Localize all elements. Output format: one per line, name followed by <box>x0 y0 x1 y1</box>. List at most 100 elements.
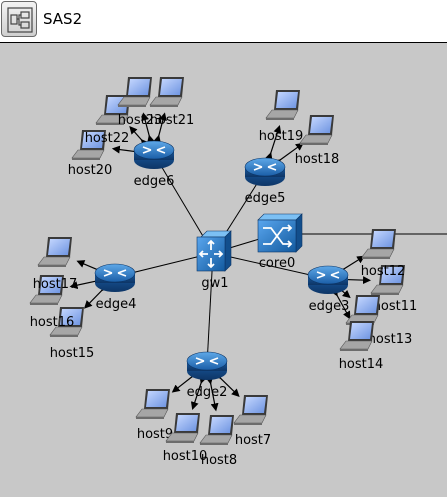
laptop-screen <box>176 415 198 431</box>
module-button[interactable] <box>1 1 37 37</box>
laptop-keyboard <box>339 340 373 350</box>
wireless-link-edge4-host15 <box>83 282 110 309</box>
wireless-link-edge6-host20 <box>111 145 143 157</box>
laptop-base <box>166 441 194 443</box>
node-host14[interactable] <box>339 321 374 351</box>
node-label-host13: host13 <box>368 332 413 347</box>
wireless-link-edge2-host8 <box>205 376 219 412</box>
node-edge6[interactable] <box>133 140 175 169</box>
router-top <box>244 157 286 177</box>
laptop-keyboard <box>29 294 63 304</box>
router-top <box>186 351 228 371</box>
crossbar-arrows <box>263 224 293 248</box>
wireless-link-edge6-host21 <box>153 112 167 144</box>
node-host19[interactable] <box>265 90 300 120</box>
node-host9[interactable] <box>135 389 170 419</box>
node-host8[interactable] <box>199 415 234 445</box>
router-arrows <box>103 269 127 277</box>
node-host12[interactable] <box>361 229 396 259</box>
node-label-host18: host18 <box>295 152 340 167</box>
laptop-base <box>362 257 390 259</box>
node-label-host14: host14 <box>339 357 384 372</box>
laptop-keyboard <box>37 256 71 266</box>
laptop-base <box>340 349 368 351</box>
laptop-screen <box>356 297 378 313</box>
node-core0[interactable] <box>257 213 303 253</box>
wireless-link-edge6-host22 <box>129 125 150 148</box>
laptop-keyboard <box>233 414 267 424</box>
laptop-base <box>38 265 66 267</box>
node-host7[interactable] <box>233 395 268 425</box>
node-host20[interactable] <box>71 130 106 160</box>
laptop-keyboard <box>265 109 299 119</box>
node-label-host21: host21 <box>150 113 195 128</box>
wireless-link-edge3-host12 <box>336 255 366 276</box>
node-label-host16: host16 <box>30 315 75 330</box>
node-host18[interactable] <box>299 115 334 145</box>
laptop-base <box>150 105 178 107</box>
node-label-edge6: edge6 <box>134 174 175 189</box>
laptop-base <box>118 105 146 107</box>
node-host17[interactable] <box>37 237 72 267</box>
node-label-edge3: edge3 <box>309 299 350 314</box>
node-edge5[interactable] <box>244 157 286 186</box>
node-label-edge4: edge4 <box>96 297 137 312</box>
laptop-base <box>136 417 164 419</box>
wireless-link-edge3-host11 <box>339 275 372 285</box>
laptop-screen <box>381 267 403 283</box>
laptop-screen <box>146 391 168 407</box>
switch-arrows <box>198 239 224 269</box>
laptop-keyboard <box>199 434 233 444</box>
node-host16[interactable] <box>29 275 64 305</box>
laptop-keyboard <box>135 408 169 418</box>
node-label-core0: core0 <box>259 256 295 271</box>
laptop-screen <box>310 117 332 133</box>
node-label-edge5: edge5 <box>245 191 286 206</box>
laptop-screen <box>160 79 182 95</box>
wireless-link-edge5-host19 <box>264 125 282 161</box>
network-diagram: gw1core0edge2edge3edge4edge5edge6host7ho… <box>29 77 447 468</box>
laptop-keyboard <box>165 432 199 442</box>
node-label-host17: host17 <box>33 277 78 292</box>
router-arrows <box>195 357 219 365</box>
node-label-edge2: edge2 <box>187 385 228 400</box>
switch-side <box>224 230 232 272</box>
laptop-screen <box>210 417 232 433</box>
laptop-screen <box>48 239 70 255</box>
node-label-host22: host22 <box>85 131 130 146</box>
wireless-link-edge4-host17 <box>76 260 106 277</box>
router-top <box>307 265 349 285</box>
wireless-link-edge2-host9 <box>171 369 201 393</box>
node-label-host7: host7 <box>235 433 271 448</box>
node-host10[interactable] <box>165 413 200 443</box>
node-label-host9: host9 <box>137 427 173 442</box>
laptop-base <box>50 335 78 337</box>
node-host15[interactable] <box>49 307 84 337</box>
node-label-host11: host11 <box>373 299 418 314</box>
node-label-host20: host20 <box>68 163 113 178</box>
laptop-base <box>371 293 399 295</box>
crossbar-top <box>257 213 303 221</box>
node-label-host19: host19 <box>259 129 304 144</box>
node-host23[interactable] <box>117 77 152 107</box>
laptop-screen <box>82 132 104 148</box>
wireless-link-edge4-host16 <box>69 275 105 290</box>
wireless-link-edge3-host13 <box>334 283 351 299</box>
node-host21[interactable] <box>149 77 184 107</box>
node-gw1[interactable] <box>196 230 232 272</box>
router-top <box>94 263 136 283</box>
laptop-base <box>30 303 58 305</box>
router-arrows <box>142 146 166 154</box>
node-edge4[interactable] <box>94 263 136 292</box>
laptop-keyboard <box>370 284 404 294</box>
window-title: SAS2 <box>43 10 83 28</box>
node-label-host15: host15 <box>50 346 95 361</box>
node-host11[interactable] <box>370 265 405 295</box>
node-host13[interactable] <box>345 295 380 325</box>
node-edge3[interactable] <box>307 265 349 294</box>
node-label-host10: host10 <box>163 449 208 464</box>
node-edge2[interactable] <box>186 351 228 380</box>
laptop-screen <box>128 79 150 95</box>
laptop-base <box>200 443 228 445</box>
